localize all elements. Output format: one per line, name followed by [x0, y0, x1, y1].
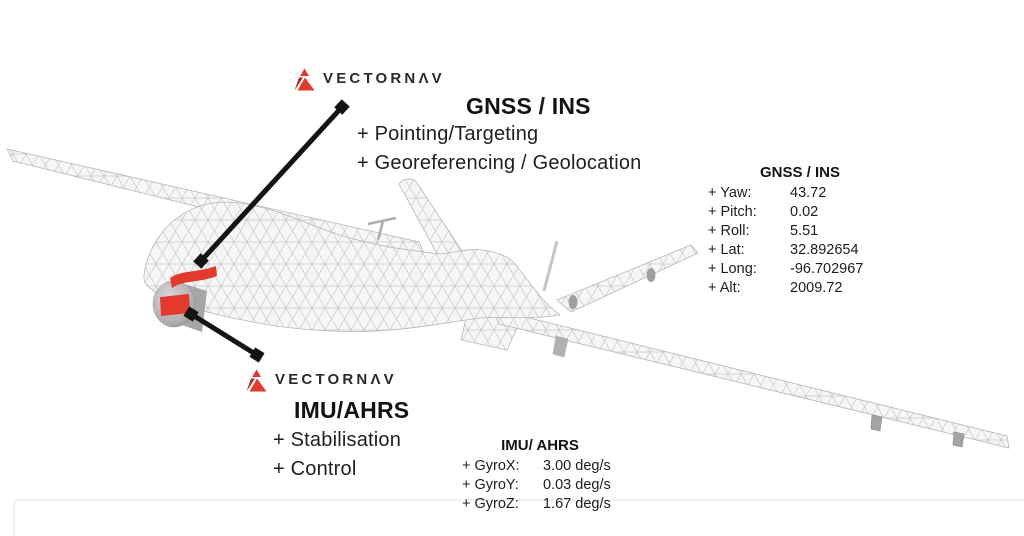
- row-label: + GyroY:: [462, 477, 519, 493]
- uav-inner-wing: [398, 178, 467, 273]
- uav-wireframe: [6, 148, 1010, 449]
- uav-right-wing: [492, 308, 1010, 449]
- uav-tail-gear: [552, 335, 569, 358]
- imu-callout-item: + Control: [273, 458, 357, 480]
- imu-callout-item: + Stabilisation: [273, 429, 402, 451]
- imu-callout-title: IMU/AHRS: [294, 397, 410, 423]
- imu-panel-title: IMU/ AHRS: [501, 437, 579, 454]
- row-value: 32.892654: [790, 242, 859, 258]
- row-label: + Pitch:: [708, 204, 757, 220]
- vectornav-logo-text: VECTORNΛV: [323, 70, 445, 87]
- row-value: 0.03 deg/s: [543, 477, 611, 493]
- callout-line-gnss: [193, 99, 350, 269]
- uav-tail-fin: [556, 244, 699, 313]
- row-value: 0.02: [790, 204, 819, 220]
- row-label: + Yaw:: [708, 185, 752, 201]
- imu-sensor-highlight: [160, 294, 190, 316]
- gnss-panel-title: GNSS / INS: [759, 164, 841, 181]
- uav-wing-pylon: [952, 431, 965, 448]
- vectornav-logo-top: VECTORNΛV: [292, 67, 445, 91]
- uav-wing-pylon: [870, 414, 883, 432]
- slide-edge: [13, 499, 1024, 536]
- row-label: + Long:: [708, 261, 757, 277]
- table-row: + GyroY: 0.03 deg/s: [440, 476, 640, 495]
- row-value: 43.72: [790, 185, 827, 201]
- table-row: + Pitch: 0.02: [700, 203, 900, 222]
- row-value: 1.67 deg/s: [543, 496, 611, 512]
- table-row: + Roll: 5.51: [700, 222, 900, 241]
- imu-callout-bullets: + Stabilisation + Control: [273, 426, 401, 484]
- row-value: 5.51: [790, 223, 819, 239]
- uav-antenna-icon: [367, 216, 397, 241]
- callout-line-imu: [183, 306, 265, 363]
- gnss-data-panel: GNSS / INS + Yaw: 43.72 + Pitch: 0.02 + …: [700, 164, 900, 298]
- vectornav-logo-icon: [294, 68, 315, 90]
- imu-data-panel: IMU/ AHRS + GyroX: 3.00 deg/s + GyroY: 0…: [440, 437, 640, 514]
- row-label: + GyroZ:: [462, 496, 519, 512]
- gnss-callout-bullets: + Pointing/Targeting + Georeferencing / …: [357, 120, 642, 178]
- vectornav-logo-text: VECTORNΛV: [275, 371, 397, 388]
- uav-far-fin: [542, 240, 559, 292]
- imu-panel-rows: + GyroX: 3.00 deg/s + GyroY: 0.03 deg/s …: [440, 457, 640, 514]
- uav-pod: [646, 268, 656, 282]
- vectornav-logo-bottom: VECTORNΛV: [244, 368, 397, 392]
- table-row: + GyroZ: 1.67 deg/s: [440, 495, 640, 514]
- vectornav-logo-icon: [246, 369, 267, 391]
- table-row: + Lat: 32.892654: [700, 241, 900, 260]
- row-label: + Lat:: [708, 242, 745, 258]
- table-row: + Alt: 2009.72: [700, 279, 900, 298]
- gnss-callout-title: GNSS / INS: [466, 93, 591, 119]
- table-row: + Long: -96.702967: [700, 260, 900, 279]
- table-row: + Yaw: 43.72: [700, 184, 900, 203]
- gnss-antenna-highlight: [170, 266, 217, 288]
- row-label: + Roll:: [708, 223, 750, 239]
- row-value: 3.00 deg/s: [543, 458, 611, 474]
- gnss-callout-item: + Georeferencing / Geolocation: [357, 152, 642, 174]
- row-value: -96.702967: [790, 261, 864, 277]
- row-label: + Alt:: [708, 280, 741, 296]
- row-label: + GyroX:: [462, 458, 520, 474]
- gnss-panel-rows: + Yaw: 43.72 + Pitch: 0.02 + Roll: 5.51 …: [700, 184, 900, 298]
- row-value: 2009.72: [790, 280, 843, 296]
- table-row: + GyroX: 3.00 deg/s: [440, 457, 640, 476]
- uav-pod: [568, 295, 578, 309]
- gnss-callout-item: + Pointing/Targeting: [357, 123, 539, 145]
- uav-fuselage: [143, 201, 561, 332]
